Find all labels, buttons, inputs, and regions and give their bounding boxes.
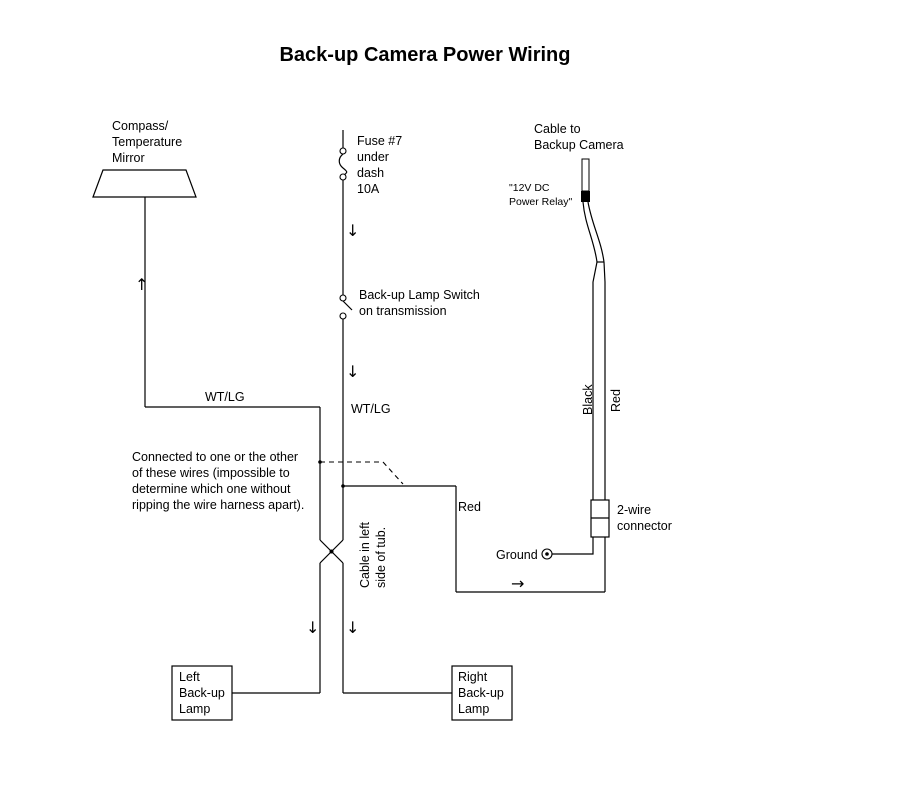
left-lamp-box: [171, 665, 233, 721]
svg-text:Mirror: Mirror: [112, 151, 145, 165]
svg-text:side of tub.: side of tub.: [374, 527, 388, 588]
svg-text:Fuse #7: Fuse #7: [357, 134, 402, 148]
svg-text:2-wire: 2-wire: [617, 503, 651, 517]
svg-text:Connected to one or the other: Connected to one or the other: [132, 450, 298, 464]
backup-switch-label: Back-up Lamp Switch on transmission: [359, 288, 480, 318]
arrow-down-right-lamp: ↓: [346, 618, 359, 637]
svg-text:Compass/: Compass/: [112, 119, 169, 133]
wire-label-center: WT/LG: [351, 402, 391, 416]
mirror-label: Compass/ Temperature Mirror: [112, 119, 182, 165]
svg-text:under: under: [357, 150, 389, 164]
svg-text:Cable in left: Cable in left: [358, 521, 372, 588]
fuse-terminal-top: [339, 147, 347, 155]
arrow-down-left-lamp: ↓: [306, 618, 319, 637]
wire-label-left: WT/LG: [205, 390, 245, 404]
svg-text:Back-up: Back-up: [458, 686, 504, 700]
svg-text:of these wires (impossible to: of these wires (impossible to: [132, 466, 290, 480]
switch-blade-icon: [342, 300, 353, 311]
svg-text:Lamp: Lamp: [179, 702, 210, 716]
fuse-label: Fuse #7 under dash 10A: [357, 134, 402, 196]
mirror-shape: [92, 169, 197, 198]
camera-cable-end: [581, 158, 590, 192]
svg-text:10A: 10A: [357, 182, 380, 196]
svg-text:Backup Camera: Backup Camera: [534, 138, 624, 152]
arrow-up-mirror: ↑: [135, 275, 148, 294]
alternate-connection-dashed-wire: [320, 461, 404, 485]
svg-text:Lamp: Lamp: [458, 702, 489, 716]
cable-tub-label: Cable in left side of tub.: [358, 521, 388, 588]
relay-lead-right: [587, 201, 605, 263]
camera-cable-label: Cable to Backup Camera: [534, 122, 624, 152]
svg-text:ripping the wire harness apart: ripping the wire harness apart).: [132, 498, 304, 512]
ground-ring-center: [545, 552, 549, 556]
connector-label: 2-wire connector: [617, 503, 672, 533]
svg-text:dash: dash: [357, 166, 384, 180]
svg-text:determine which one without: determine which one without: [132, 482, 291, 496]
ground-label: Ground: [496, 548, 538, 562]
diagram-title: Back-up Camera Power Wiring: [279, 44, 570, 66]
arrow-right-red: →: [511, 574, 524, 593]
switch-terminal-top: [339, 294, 347, 302]
red-wire-label: Red: [609, 389, 623, 412]
red-label-horizontal: Red: [458, 500, 481, 514]
svg-text:Cable to: Cable to: [534, 122, 581, 136]
svg-text:Back-up: Back-up: [179, 686, 225, 700]
arrow-down-switch: ↓: [346, 362, 359, 381]
fuse-terminal-bottom: [339, 173, 347, 181]
svg-text:Back-up Lamp Switch: Back-up Lamp Switch: [359, 288, 480, 302]
black-wire: [592, 261, 598, 500]
red-wire-camera: [603, 261, 606, 500]
ground-wire: [552, 537, 594, 555]
svg-text:on transmission: on transmission: [359, 304, 447, 318]
fuse-icon: [338, 153, 348, 177]
svg-text:Temperature: Temperature: [112, 135, 182, 149]
relay-lead-left: [582, 201, 598, 263]
power-relay-icon: [581, 191, 590, 202]
connection-note: Connected to one or the other of these w…: [132, 450, 304, 512]
left-lamp-label: Left Back-up Lamp: [179, 670, 225, 716]
svg-text:Left: Left: [179, 670, 200, 684]
relay-label: "12V DC Power Relay": [509, 182, 573, 208]
arrow-down-fuse: ↓: [346, 221, 359, 240]
svg-text:"12V DC: "12V DC: [509, 182, 550, 194]
switch-terminal-bottom: [339, 312, 347, 320]
svg-text:Power Relay": Power Relay": [509, 196, 573, 208]
crossing-dot: [329, 549, 334, 554]
right-lamp-label: Right Back-up Lamp: [458, 670, 504, 716]
right-lamp-box: [451, 665, 513, 721]
svg-text:connector: connector: [617, 519, 672, 533]
svg-text:Right: Right: [458, 670, 488, 684]
black-wire-label: Black: [581, 384, 595, 415]
